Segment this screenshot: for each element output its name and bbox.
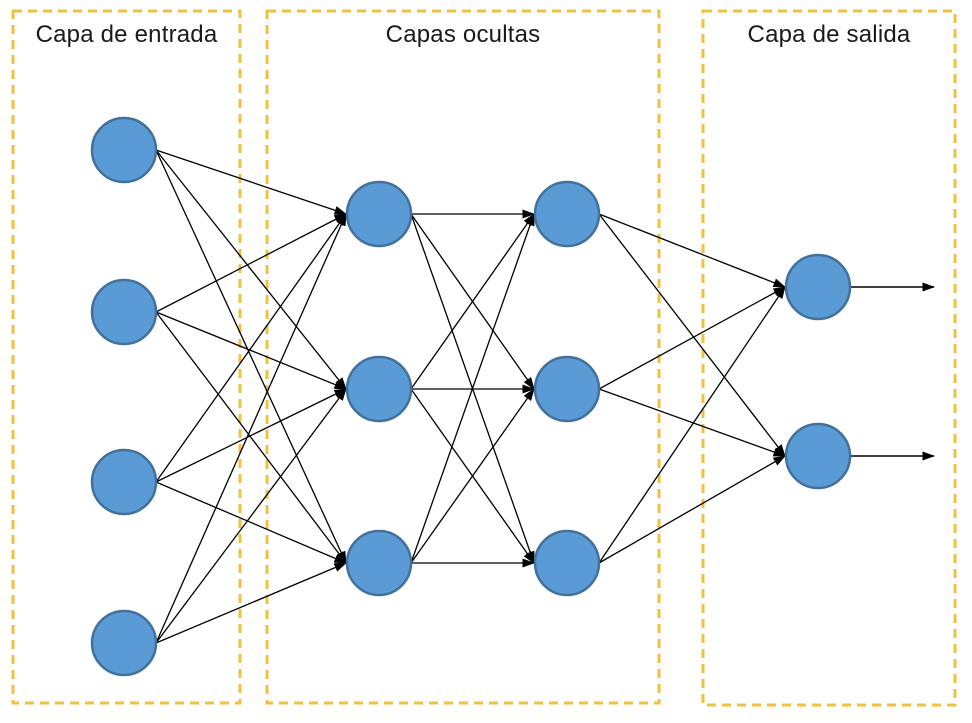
connection-hidden-2-to-output [598,286,786,390]
connection-input-to-hidden-1 [155,149,347,215]
connection-input-to-hidden-1 [155,213,347,313]
layer-box-hidden [265,9,661,705]
connection-hidden-2-to-output [598,388,786,457]
neuron-input-4 [90,609,158,677]
neuron-input-2 [90,278,158,346]
connection-hidden-2-to-output [598,455,786,564]
connection-input-to-hidden-1 [155,311,347,564]
neuron-input-1 [90,116,158,184]
connection-hidden-1-to-hidden-2 [410,388,535,564]
connection-input-to-hidden-1 [155,562,347,644]
connection-input-to-hidden-1 [155,213,347,483]
neuron-hidden-1-3 [345,529,413,597]
layer-box-input [11,9,242,705]
connection-input-to-hidden-1 [155,388,347,483]
layer-box-output [701,9,957,707]
connection-input-to-hidden-1 [155,213,347,644]
connection-hidden-1-to-hidden-2 [410,213,535,564]
neuron-hidden-2-1 [533,180,601,248]
neuron-input-3 [90,448,158,516]
connection-hidden-2-to-output [598,213,786,457]
connection-hidden-2-to-output [598,213,786,288]
connection-hidden-2-to-output [598,286,786,564]
neuron-hidden-1-1 [345,180,413,248]
connection-input-to-hidden-1 [155,149,347,390]
neuron-output-2 [784,422,852,490]
neuron-hidden-2-2 [533,355,601,423]
connection-input-to-hidden-1 [155,149,347,564]
connection-input-to-hidden-1 [155,481,347,564]
neuron-hidden-2-3 [533,529,601,597]
neuron-output-1 [784,253,852,321]
input-layer-label: Capa de entrada [35,21,218,48]
output-layer-label: Capa de salida [747,21,911,48]
neuron-hidden-1-2 [345,355,413,423]
connection-hidden-1-to-hidden-2 [410,213,535,390]
hidden-layers-label: Capas ocultas [385,21,541,48]
connection-input-to-hidden-1 [155,388,347,644]
connection-input-to-hidden-1 [155,311,347,390]
